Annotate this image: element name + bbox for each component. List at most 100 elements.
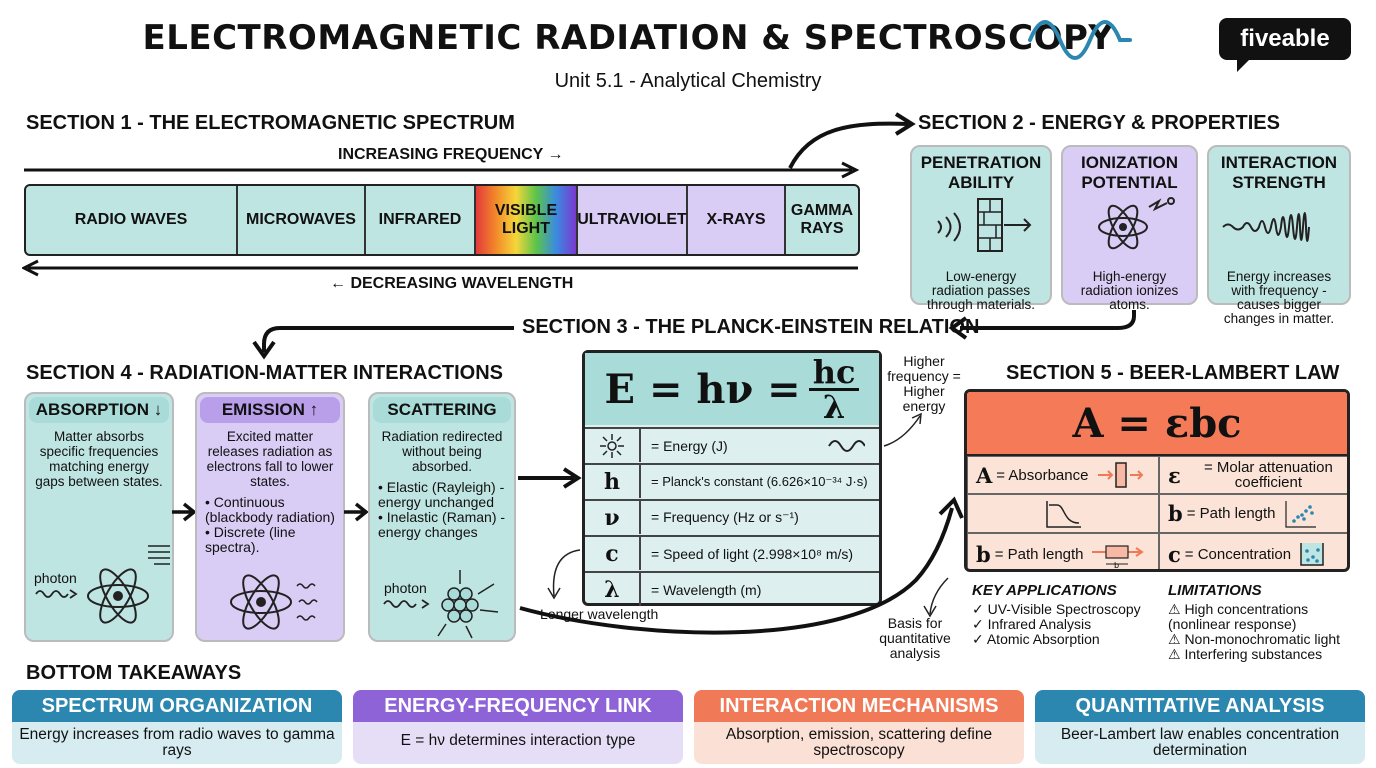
card-penetration: PENETRATION ABILITY Low-energy radiation… — [910, 145, 1052, 312]
card-interaction: INTERACTION STRENGTH Energy increases wi… — [1207, 145, 1351, 326]
eq-sym-c: c — [585, 537, 641, 570]
limitation-concentration: ⚠ High concentrations (nonlinear respons… — [1168, 601, 1309, 632]
wave-icon — [1028, 20, 1132, 60]
scattering-text: Radiation redirected without being absor… — [381, 429, 503, 474]
flow-arrow-to-section2 — [788, 112, 916, 169]
decreasing-wavelength-label: ← DECREASING WAVELENGTH — [330, 275, 574, 292]
def-path-length-right: = Path length — [1186, 505, 1276, 522]
takeaways-heading: BOTTOM TAKEAWAYS — [26, 662, 242, 684]
takeaway-quantitative-text: Beer-Lambert law enables concentration d… — [1035, 722, 1365, 764]
eq-row-planck: h = Planck's constant (6.626×10⁻³⁴ J·s) — [585, 463, 879, 498]
card-scattering: SCATTERING Radiation redirected without … — [368, 392, 516, 642]
sym-a: A — [976, 462, 993, 488]
absorption-title: ABSORPTION ↓ — [29, 397, 169, 423]
card-ionization-text: High-energy radiation ionizes atoms. — [1080, 269, 1179, 312]
applications-title: KEY APPLICATIONS — [972, 582, 1117, 599]
band-infrared: INFRARED — [366, 186, 476, 254]
def-absorbance: = Absorbance — [996, 466, 1089, 484]
limitations-list: ⚠ High concentrations (nonlinear respons… — [1168, 602, 1368, 662]
eq-sym-nu: ν — [585, 501, 641, 534]
flow-arrow-to-section5 — [519, 496, 964, 635]
flow-arrow-to-section4 — [252, 310, 1136, 360]
card-penetration-text: Low-energy radiation passes through mate… — [926, 269, 1036, 312]
scattering-bullets: • Elastic (Rayleigh) - energy unchanged … — [370, 480, 514, 540]
eq-def-energy: = Energy (J) — [651, 437, 728, 454]
flow-arrow-absorption-emission — [172, 502, 197, 522]
eq-sym-lambda: λ — [585, 573, 641, 606]
cuvette-icon — [1098, 462, 1144, 488]
planck-equation-box: E = hν = hc λ = Energy (J) h = Planck's … — [582, 350, 882, 606]
planck-equation: E = hν = hc λ — [585, 353, 879, 425]
emission-bullet-discrete: • Discrete (line spectra). — [205, 524, 296, 555]
eq-def-planck: = Planck's constant (6.626×10⁻³⁴ J·s) — [651, 473, 868, 489]
higher-frequency-note: Higher frequency = Higher energy — [887, 353, 961, 414]
absorption-photon-label: photon — [34, 570, 77, 586]
takeaway-energy-title: ENERGY-FREQUENCY LINK — [353, 690, 683, 722]
takeaway-quantitative: QUANTITATIVE ANALYSIS Beer-Lambert law e… — [1035, 690, 1365, 764]
scatter-dots-icon — [1284, 500, 1316, 528]
sym-b-right: b — [1168, 501, 1183, 526]
equation-fraction: hc λ — [808, 356, 860, 426]
card-penetration-title: PENETRATION ABILITY — [920, 153, 1042, 192]
takeaway-energy-text: E = hν determines interaction type — [353, 722, 683, 764]
absorption-text: Matter absorbs specific frequencies matc… — [35, 429, 163, 489]
limitation-monochromatic: ⚠ Non-monochromatic light — [1168, 631, 1341, 647]
takeaway-spectrum-text: Energy increases from radio waves to gam… — [12, 722, 342, 764]
equation-denominator: λ — [822, 387, 846, 426]
cell-path-length-left: b = Path length b — [967, 533, 1159, 569]
application-infrared: ✓ Infrared Analysis — [972, 616, 1092, 632]
spectrum-band: RADIO WAVES MICROWAVES INFRARED VISIBLE … — [24, 184, 860, 256]
small-wave-icon — [828, 439, 865, 452]
section2-heading: SECTION 2 - ENERGY & PROPERTIES — [918, 112, 1280, 134]
longer-wavelength-arrow — [547, 549, 581, 600]
emission-text: Excited matter releases radiation as ele… — [206, 429, 334, 489]
band-radio: RADIO WAVES — [26, 186, 238, 254]
page-subtitle: Unit 5.1 - Analytical Chemistry — [554, 70, 822, 92]
cell-absorbance: A = Absorbance — [967, 456, 1159, 494]
emission-bullets: • Continuous (blackbody radiation) • Dis… — [197, 495, 343, 555]
eq-row-frequency: ν = Frequency (Hz or s⁻¹) — [585, 499, 879, 534]
path-length-icon: b — [1091, 545, 1144, 568]
band-xrays: X-RAYS — [688, 186, 786, 254]
card-ionization: IONIZATION POTENTIAL High-energy radiati… — [1061, 145, 1198, 312]
def-path-length-left: = Path length — [994, 545, 1084, 563]
emission-bullet-continuous: • Continuous (blackbody radiation) — [205, 494, 335, 525]
card-absorption: ABSORPTION ↓ Matter absorbs specific fre… — [24, 392, 174, 642]
eq-def-light: = Speed of light (2.998×10⁸ m/s) — [651, 545, 854, 562]
emission-title: EMISSION ↑ — [200, 397, 340, 423]
page-title: ELECTROMAGNETIC RADIATION & SPECTROSCOPY — [142, 18, 1114, 58]
basis-arrow — [923, 577, 949, 618]
energy-burst-icon — [585, 429, 641, 462]
band-visible: VISIBLE LIGHT — [476, 186, 578, 254]
cell-path-length-right: b = Path length — [1159, 494, 1347, 533]
beer-lambert-box: A = εbc A = Absorbance ε = Molar attenua… — [964, 389, 1350, 572]
decay-curve-icon — [1046, 500, 1081, 528]
emission-atom-icon — [230, 574, 318, 630]
cell-decay-curve — [967, 494, 1159, 533]
scattering-bullet-inelastic: • Inelastic (Raman) - energy changes — [378, 509, 506, 540]
section4-heading: SECTION 4 - RADIATION-MATTER INTERACTION… — [26, 362, 504, 384]
section1-heading: SECTION 1 - THE ELECTROMAGNETIC SPECTRUM — [26, 112, 515, 134]
equation-left: E = hν = — [604, 365, 801, 413]
band-microwaves: MICROWAVES — [238, 186, 366, 254]
takeaway-spectrum: SPECTRUM ORGANIZATION Energy increases f… — [12, 690, 342, 764]
band-ultraviolet: ULTRAVIOLET — [577, 186, 688, 254]
application-uv-vis: ✓ UV-Visible Spectroscopy — [972, 601, 1141, 617]
def-concentration: = Concentration — [1184, 545, 1292, 563]
scattering-molecule-icon — [383, 570, 499, 639]
higher-frequency-arrow — [883, 412, 922, 447]
beaker-icon — [1300, 543, 1324, 566]
takeaway-interaction: INTERACTION MECHANISMS Absorption, emiss… — [694, 690, 1024, 764]
application-atomic: ✓ Atomic Absorption — [972, 631, 1100, 647]
eq-row-wavelength: λ = Wavelength (m) — [585, 571, 879, 606]
def-molar: = Molar attenuation coefficient — [1203, 459, 1333, 491]
cell-molar: ε = Molar attenuation coefficient — [1159, 456, 1347, 494]
eq-sym-h: h — [585, 465, 641, 498]
eq-row-energy: = Energy (J) — [585, 427, 879, 462]
scattering-bullet-elastic: • Elastic (Rayleigh) - energy unchanged — [378, 479, 505, 510]
band-gamma: GAMMA RAYS — [790, 202, 854, 237]
section3-heading: SECTION 3 - THE PLANCK-EINSTEIN RELATION — [522, 316, 980, 338]
limitation-interfering: ⚠ Interfering substances — [1168, 646, 1323, 662]
scattering-title: SCATTERING — [373, 397, 511, 423]
card-interaction-title: INTERACTION STRENGTH — [1220, 153, 1338, 192]
